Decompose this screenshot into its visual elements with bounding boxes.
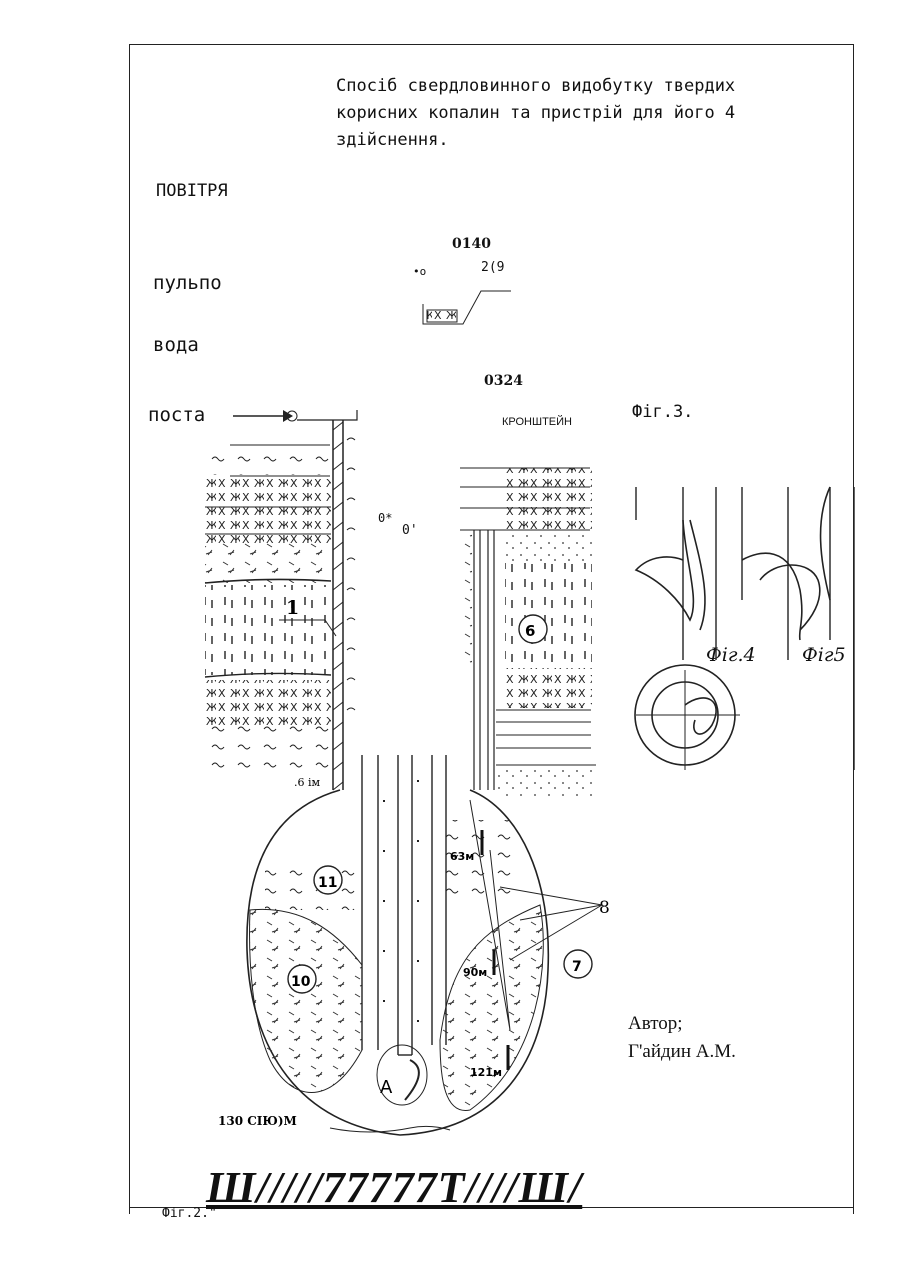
depth-63: 63м bbox=[450, 850, 474, 863]
depth-130: 130 СІЮ)М bbox=[218, 1114, 297, 1128]
right-strata: 6 bbox=[460, 468, 596, 797]
depth-121: 121м bbox=[470, 1066, 502, 1079]
callout-1: 1 bbox=[286, 597, 299, 619]
callout-8: 8 bbox=[599, 898, 610, 918]
callout-7: 7 bbox=[572, 959, 582, 975]
depth-6: .6 ім bbox=[294, 776, 321, 789]
fig3-drawing bbox=[635, 665, 740, 770]
callout-11: 11 bbox=[318, 875, 337, 891]
surface-tank bbox=[423, 291, 511, 324]
callout-10: 10 bbox=[291, 974, 311, 990]
callout-a: А bbox=[380, 1077, 393, 1098]
fig4-drawing bbox=[636, 487, 716, 660]
fig5-drawing bbox=[742, 487, 854, 770]
depth-90: 90м bbox=[463, 966, 487, 979]
cavity: А 11 10 7 bbox=[247, 755, 602, 1135]
callout-6: 6 bbox=[525, 622, 535, 640]
left-strata bbox=[205, 445, 336, 770]
